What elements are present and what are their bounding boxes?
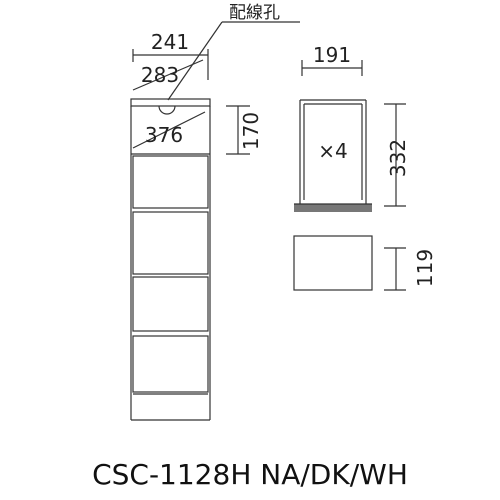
dimension-drawer-depth: 332 <box>386 139 410 177</box>
dimension-inner-depth: 376 <box>145 123 183 147</box>
drawer-front <box>132 155 209 209</box>
dimension-drawer-height: 119 <box>413 249 437 287</box>
dimension-line-top-depth <box>132 59 204 91</box>
dimension-top-depth: 283 <box>141 63 179 87</box>
drawer-depth-dimension: 332 <box>384 103 410 207</box>
drawer-front-panel <box>294 204 372 212</box>
drawer-front <box>132 276 209 332</box>
dimension-drawer-width: 191 <box>313 43 351 67</box>
cabinet-top-board <box>130 98 211 107</box>
drawer-front <box>132 335 209 393</box>
cabinet-front-view <box>130 98 211 421</box>
dimension-open-shelf-height: 170 <box>239 112 263 150</box>
cable-hole-label: 配線孔 <box>229 3 280 23</box>
drawer-height-dimension: 119 <box>384 247 437 291</box>
dimension-top-width: 241 <box>151 30 189 54</box>
drawer-width-dimension: 191 <box>301 43 363 76</box>
drawer-quantity-label: ×4 <box>318 139 347 163</box>
cabinet-dimensions: 241 283 376 配線孔 170 <box>132 3 300 155</box>
drawer-front-view <box>293 235 373 291</box>
dimension-line-inner-depth <box>132 111 206 149</box>
cable-hole-leader <box>167 21 223 101</box>
cable-hole <box>158 105 176 115</box>
drawer-top-view: ×4 <box>294 99 372 212</box>
drawer-front <box>132 211 209 275</box>
model-label: CSC-1128H NA/DK/WH <box>92 458 408 491</box>
drawer-front-rect <box>293 235 373 291</box>
